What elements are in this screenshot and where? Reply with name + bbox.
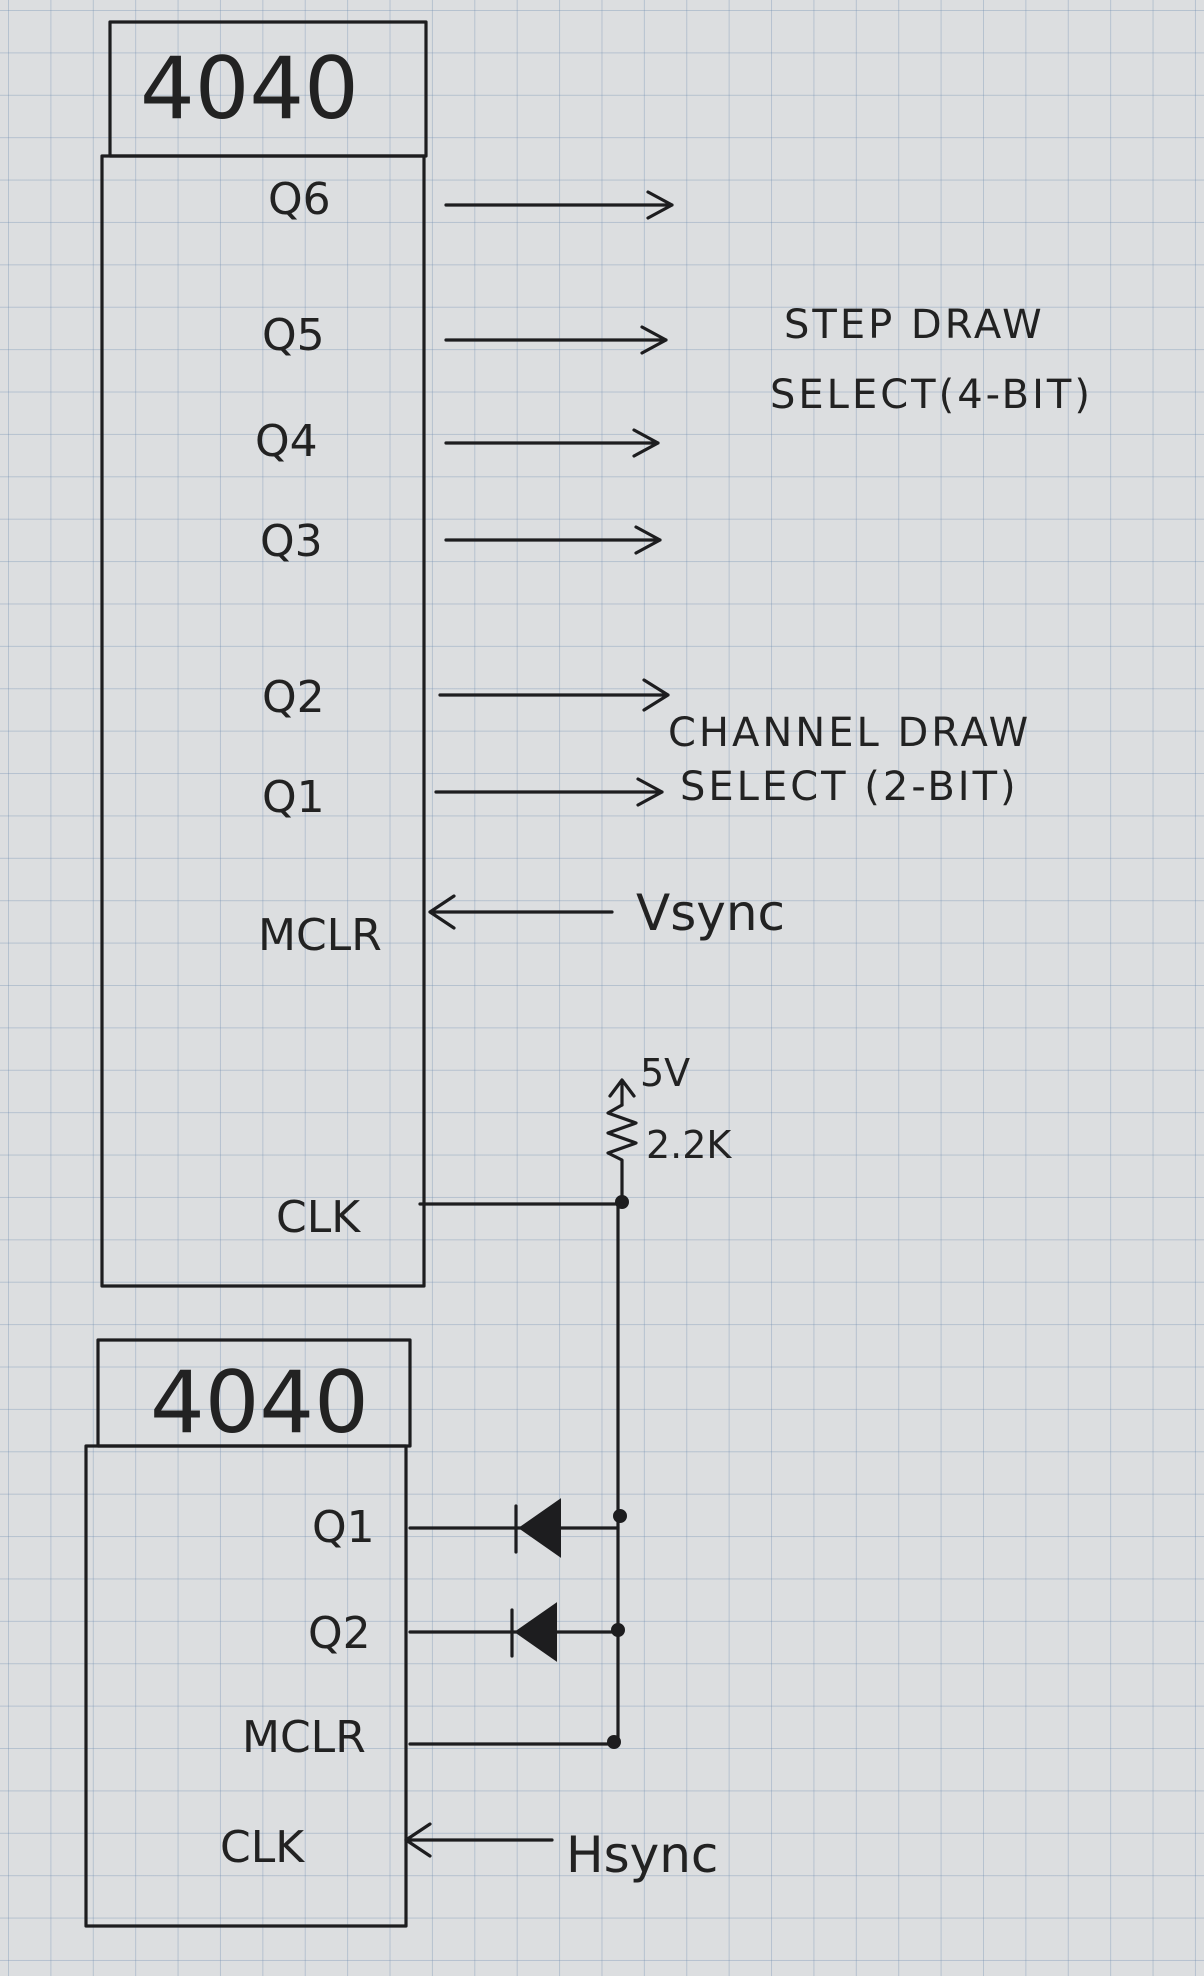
junction-dot-mclr — [607, 1735, 621, 1749]
hsync-input: Hsync — [404, 1822, 718, 1884]
channel-draw-label-line2: SELECT (2-BIT) — [680, 764, 1019, 810]
upper-pin-q3: Q3 — [260, 516, 323, 567]
upper-chip-body — [100, 154, 426, 1288]
channel-draw-label-line1: CHANNEL DRAW — [668, 710, 1031, 756]
supply-label: 5V — [640, 1051, 690, 1095]
step-select-outputs — [444, 190, 674, 555]
upper-pin-clk: CLK — [276, 1192, 361, 1243]
q6-output-arrow — [444, 190, 674, 220]
supply-arrow — [608, 1078, 636, 1107]
junction-dot-diode1 — [613, 1509, 627, 1523]
diode-gate — [408, 1498, 627, 1749]
channel-select-outputs — [434, 678, 670, 807]
pullup-network: 5V 2.2K — [418, 1051, 732, 1746]
hsync-label: Hsync — [566, 1826, 718, 1884]
upper-4040-chip: 4040 Q6 Q5 Q4 Q3 Q2 Q1 MCLR CLK — [100, 20, 428, 1288]
resistor-symbol — [606, 1103, 638, 1202]
upper-pin-mclr: MCLR — [258, 910, 382, 961]
resistor-label: 2.2K — [646, 1123, 732, 1167]
lower-pin-clk: CLK — [220, 1822, 305, 1873]
lower-pin-q2: Q2 — [308, 1608, 371, 1659]
junction-dot-diode2 — [611, 1623, 625, 1637]
lower-chip-body — [84, 1444, 408, 1928]
diode-1-icon — [518, 1498, 561, 1558]
q3-output-arrow — [444, 525, 662, 555]
vsync-label: Vsync — [636, 884, 785, 942]
step-draw-label-line1: STEP DRAW — [784, 302, 1045, 348]
upper-pin-q2: Q2 — [262, 672, 325, 723]
lower-pin-mclr: MCLR — [242, 1712, 366, 1763]
upper-pin-q6: Q6 — [268, 174, 331, 225]
diode-2-icon — [514, 1602, 557, 1662]
lower-pin-q1: Q1 — [312, 1502, 375, 1553]
upper-chip-title: 4040 — [140, 39, 359, 139]
q5-output-arrow — [444, 325, 668, 355]
upper-pin-q5: Q5 — [262, 310, 325, 361]
lower-chip-title: 4040 — [150, 1353, 369, 1453]
q4-output-arrow — [444, 428, 660, 458]
q1-output-arrow — [434, 777, 664, 807]
mclr-input-arrow — [428, 894, 614, 930]
lower-clk-input-arrow — [404, 1822, 554, 1858]
lower-4040-chip: 4040 Q1 Q2 MCLR CLK — [84, 1338, 412, 1928]
vsync-input: Vsync — [428, 884, 785, 942]
upper-pin-q1: Q1 — [262, 772, 325, 823]
upper-pin-q4: Q4 — [255, 416, 318, 467]
q2-output-arrow — [438, 678, 670, 712]
step-draw-label-line2: SELECT(4-BIT) — [770, 372, 1093, 418]
